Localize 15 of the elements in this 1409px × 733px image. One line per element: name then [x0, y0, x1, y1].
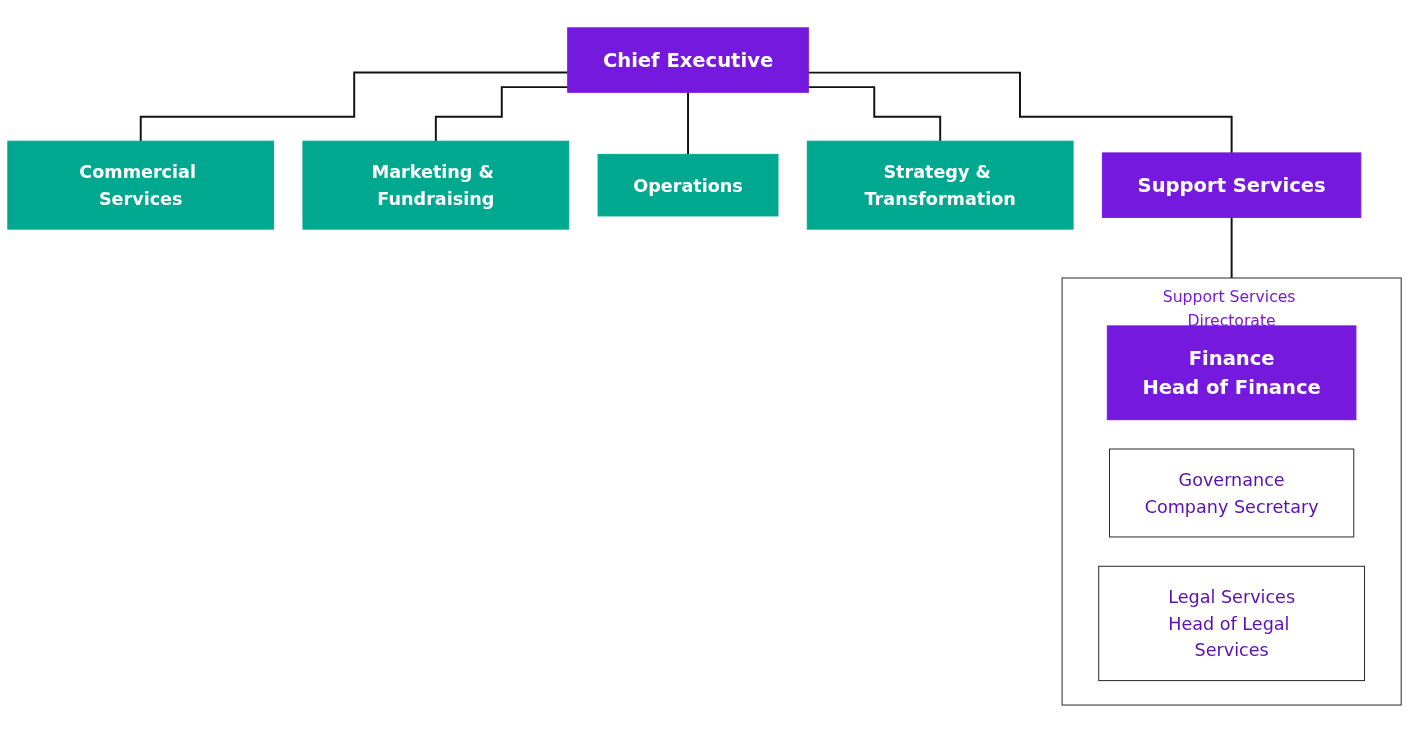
- connector: [807, 86, 942, 143]
- connector: [687, 91, 689, 156]
- node-box: Operations: [597, 153, 779, 217]
- connector: [1230, 216, 1233, 280]
- node-box: Governance Company Secretary: [1109, 448, 1355, 538]
- node-box: Support Services: [1101, 152, 1362, 218]
- connector: [434, 86, 569, 143]
- connector: [807, 71, 1233, 154]
- node-box: Chief Executive: [567, 27, 809, 93]
- node-box: Marketing & Fundraising: [302, 140, 570, 230]
- node-box: Finance Head of Finance: [1106, 325, 1357, 421]
- node-box: Strategy & Transformation: [806, 140, 1074, 230]
- connector: [139, 71, 569, 143]
- node-box: Legal Services Head of Legal Services: [1098, 565, 1365, 682]
- node-box: Commercial Services: [7, 140, 275, 230]
